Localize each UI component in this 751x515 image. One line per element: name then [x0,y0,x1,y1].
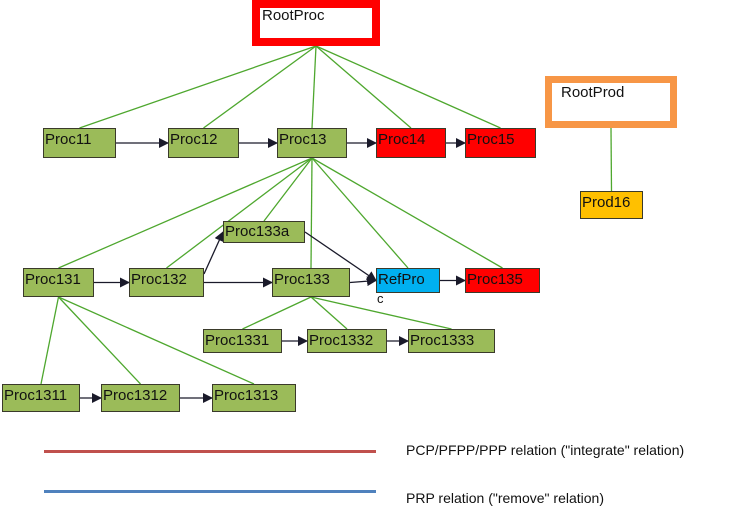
node-label: Proc1312 [103,387,168,404]
sequence-edge-proc133-refproc [349,276,377,287]
hierarchy-edge-rootproc-proc12 [203,45,317,129]
hierarchy-edge-rootprod-prod16 [610,127,613,192]
node-label: Proc15 [467,131,515,148]
node-label: Proc12 [170,131,218,148]
node-label: Proc1313 [214,387,279,404]
node-prod16[interactable]: Prod16 [580,191,643,219]
node-label-overflow: c [377,291,384,306]
node-label: Proc14 [378,131,426,148]
node-label: Proc133 [274,271,330,288]
node-label: Proc132 [131,271,187,288]
hierarchy-edge-proc133-proc1333 [310,296,452,330]
node-label: Proc133a [225,223,290,240]
node-proc1312[interactable]: Proc1312 [101,384,180,412]
node-proc131[interactable]: Proc131 [23,268,94,297]
node-proc14[interactable]: Proc14 [376,128,446,158]
node-proc13[interactable]: Proc13 [277,128,347,158]
node-proc15[interactable]: Proc15 [465,128,536,158]
hierarchy-edge-proc13-proc133 [310,157,313,269]
node-label: Proc131 [25,271,81,288]
hierarchy-edge-proc131-proc1313 [58,296,255,385]
legend-swatch-integrate [44,450,376,453]
node-label: RefPro [378,271,425,288]
root-prod-label: RootProd [561,84,625,101]
sequence-edge-proc132-proc133a [203,231,224,275]
node-label: Proc1331 [205,332,270,349]
hierarchy-edge-rootproc-proc11 [79,45,317,129]
node-proc1331[interactable]: Proc1331 [203,329,282,353]
legend-label-remove: PRP relation ("remove" relation) [406,490,604,506]
root-proc-node[interactable]: RootProc [252,0,380,46]
node-label: Proc135 [467,271,523,288]
hierarchy-edge-proc133-proc1331 [242,296,312,330]
node-proc1332[interactable]: Proc1332 [307,329,387,353]
node-refproc[interactable]: RefPro [376,268,440,293]
hierarchy-edge-proc13-proc132 [166,157,313,269]
node-proc135[interactable]: Proc135 [465,268,540,293]
node-label: Proc1311 [4,387,68,404]
node-proc1313[interactable]: Proc1313 [212,384,296,412]
hierarchy-edge-rootproc-proc14 [315,45,412,129]
hierarchy-edge-rootproc-proc13 [311,45,317,129]
node-proc1311[interactable]: Proc1311 [2,384,80,412]
node-label: Proc11 [45,131,92,148]
node-label: Proc1332 [309,332,374,349]
node-label: Proc1333 [410,332,475,349]
node-proc133a[interactable]: Proc133a [223,221,305,243]
hierarchy-edge-proc131-proc1311 [40,296,60,385]
legend-swatch-remove [44,490,376,493]
root-prod-node[interactable]: RootProd [545,76,677,128]
hierarchy-edge-proc13-proc135 [311,157,503,269]
hierarchy-edge-proc13-refproc [311,157,409,269]
sequence-edge-proc133a-refproc [304,231,377,282]
hierarchy-edge-rootproc-proc15 [315,45,501,129]
node-proc132[interactable]: Proc132 [129,268,204,297]
node-proc133[interactable]: Proc133 [272,268,350,297]
hierarchy-edge-proc131-proc1312 [58,296,141,385]
root-proc-label: RootProc [262,7,325,24]
node-proc12[interactable]: Proc12 [168,128,239,158]
hierarchy-edge-proc13-proc133a [263,157,313,222]
node-label: Prod16 [582,194,631,211]
node-label: Proc13 [279,131,327,148]
hierarchy-edge-proc133-proc1332 [310,296,348,330]
legend-label-integrate: PCP/PFPP/PPP relation ("integrate" relat… [406,442,685,458]
node-proc1333[interactable]: Proc1333 [408,329,495,353]
hierarchy-edge-proc13-proc131 [58,157,313,269]
node-proc11[interactable]: Proc11 [43,128,116,158]
